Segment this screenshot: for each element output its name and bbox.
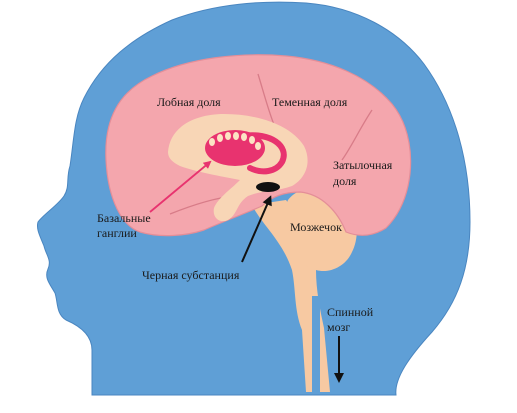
substantia-nigra [256,182,280,192]
cerebellum-label: Мозжечок [290,220,342,234]
substantia-nigra-arrow [241,195,272,263]
basal-ganglia-arrow [149,160,212,213]
spinal-cord-label-line1: Спинной [327,305,374,319]
parietal-lobe-label: Теменная доля [272,95,348,109]
occipital-lobe-label-line2: доля [333,174,357,188]
occipital-lobe-label-line1: Затылочная [333,158,393,172]
parieto-occipital-sulcus [341,109,373,161]
substantia-nigra-label: Черная субстанция [142,268,240,282]
basal-ganglia-label-line1: Базальные [97,211,151,225]
frontal-lobe-label: Лобная доля [157,95,221,109]
basal-ganglia-highlights [209,132,261,150]
basal-ganglia-tail [241,132,287,175]
basal-ganglia-label-line2: ганглии [97,226,137,240]
spinal-cord-label-line2: мозг [327,320,351,334]
spinal-cord-channel [312,296,320,392]
